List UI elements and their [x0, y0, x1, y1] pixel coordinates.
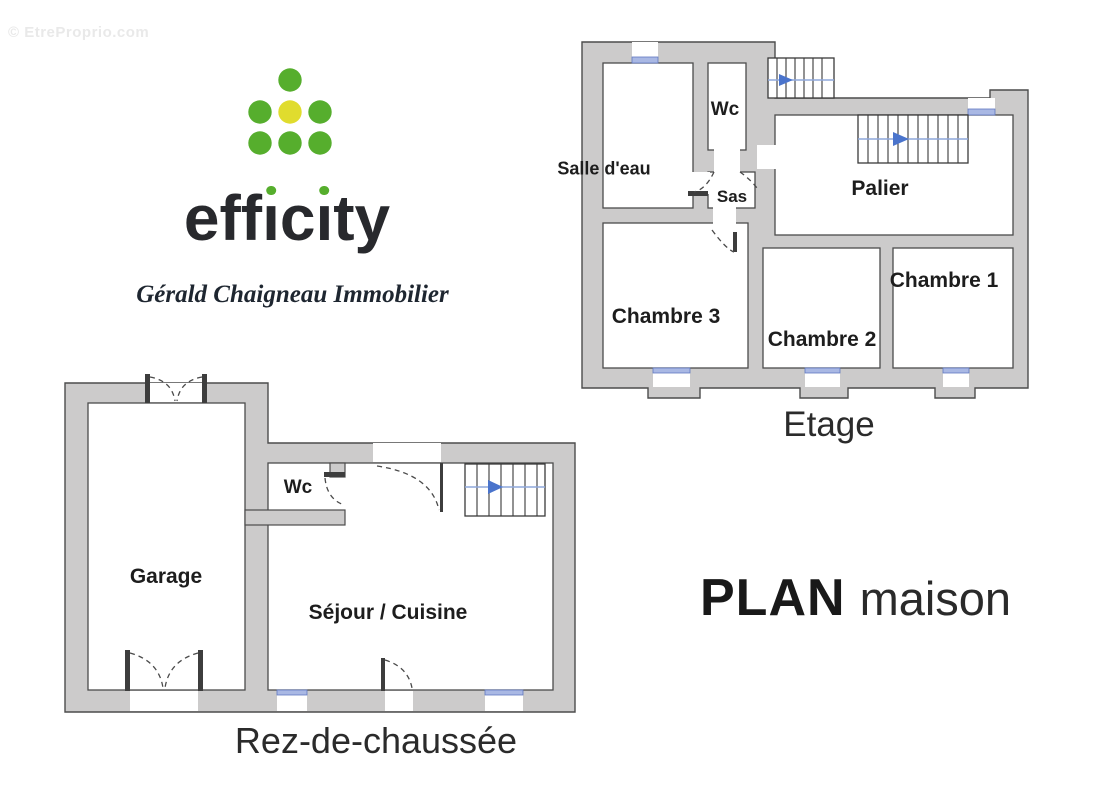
door-opening	[373, 443, 441, 462]
label-wc-rdc: Wc	[283, 477, 313, 498]
logo-dot	[248, 100, 272, 124]
door-post	[202, 374, 207, 403]
window	[652, 367, 691, 374]
rdc-floorplan	[64, 374, 576, 713]
etage-windows	[631, 42, 996, 387]
door-leaf	[381, 658, 385, 691]
door-post	[145, 374, 150, 403]
window	[631, 56, 659, 64]
window	[942, 367, 970, 374]
door-opening	[130, 691, 198, 711]
plan-heading-bold: PLAN	[700, 569, 846, 627]
stair-arrow	[893, 132, 909, 146]
door-arc	[384, 659, 413, 689]
door-post	[125, 650, 130, 691]
label-palier: Palier	[851, 177, 909, 200]
door-opening	[714, 148, 740, 174]
rdc-door-leaves	[125, 374, 443, 691]
wall-wc-bottom	[244, 509, 346, 526]
logo-dot	[278, 131, 302, 155]
room-chambre1	[892, 247, 1014, 369]
brand-i-green: ı	[315, 182, 334, 254]
door-arc	[739, 171, 758, 189]
agency-tagline: Gérald Chaigneau Immobilier	[136, 281, 449, 308]
window	[804, 367, 841, 374]
label-chambre1: Chambre 1	[889, 269, 999, 292]
etage-door-arcs	[693, 171, 758, 253]
door-arc	[164, 652, 199, 689]
etage-title: Etage	[783, 405, 875, 444]
window	[276, 689, 308, 696]
label-garage: Garage	[129, 565, 203, 588]
logo-dot	[308, 100, 332, 124]
door-opening	[691, 172, 710, 194]
label-chambre3: Chambre 3	[611, 305, 721, 328]
etage-floorplan	[581, 41, 1029, 399]
brand-part: ty	[333, 182, 391, 254]
efficity-wordmark: effıcıty	[132, 186, 442, 250]
label-sas: Sas	[716, 187, 748, 206]
label-wc-etage: Wc	[710, 99, 740, 120]
rdc-door-arcs	[129, 376, 440, 689]
label-salle-deau: Salle d'eau	[557, 158, 651, 179]
rdc-title: Rez-de-chaussée	[234, 720, 518, 761]
logo-dot-yellow	[278, 100, 302, 124]
logo-dot	[308, 131, 332, 155]
staircase-palier	[857, 114, 969, 164]
room-chambre3	[602, 222, 749, 369]
label-chambre2: Chambre 2	[767, 328, 877, 351]
door-arc	[324, 477, 345, 506]
door-leaf	[688, 191, 708, 196]
logo-dot	[248, 131, 272, 155]
door-leaf	[733, 232, 737, 252]
stair-arrow	[488, 480, 503, 494]
door-post	[198, 650, 203, 691]
door-arc	[176, 376, 203, 402]
rdc-windows	[276, 689, 524, 711]
staircase-etage-top	[767, 57, 835, 99]
brand-part: eff	[183, 182, 263, 254]
room-salle-deau	[602, 62, 694, 209]
door-opening	[385, 691, 413, 711]
room-garage	[87, 402, 246, 691]
label-sejour-cuisine: Séjour / Cuisine	[308, 601, 468, 624]
door-opening	[713, 206, 736, 234]
door-leaf	[324, 472, 345, 477]
plan-heading-light: maison	[859, 572, 1012, 625]
door-arc	[693, 171, 715, 193]
watermark: © EtreProprio.com	[8, 24, 150, 41]
door-opening	[757, 145, 777, 169]
window	[967, 108, 996, 116]
staircase-rdc	[464, 463, 546, 517]
stair-arrow	[779, 74, 793, 86]
window	[484, 689, 524, 696]
door-arc	[129, 652, 164, 689]
door-arc	[376, 465, 440, 511]
brand-i-green: ı	[262, 182, 280, 254]
door-opening	[150, 383, 202, 402]
door-arc	[149, 376, 176, 402]
brand-part: c	[279, 182, 316, 254]
logo-dot	[278, 68, 302, 92]
door-post	[440, 463, 443, 512]
efficity-logo-dots	[248, 68, 332, 155]
door-arc	[711, 229, 735, 253]
